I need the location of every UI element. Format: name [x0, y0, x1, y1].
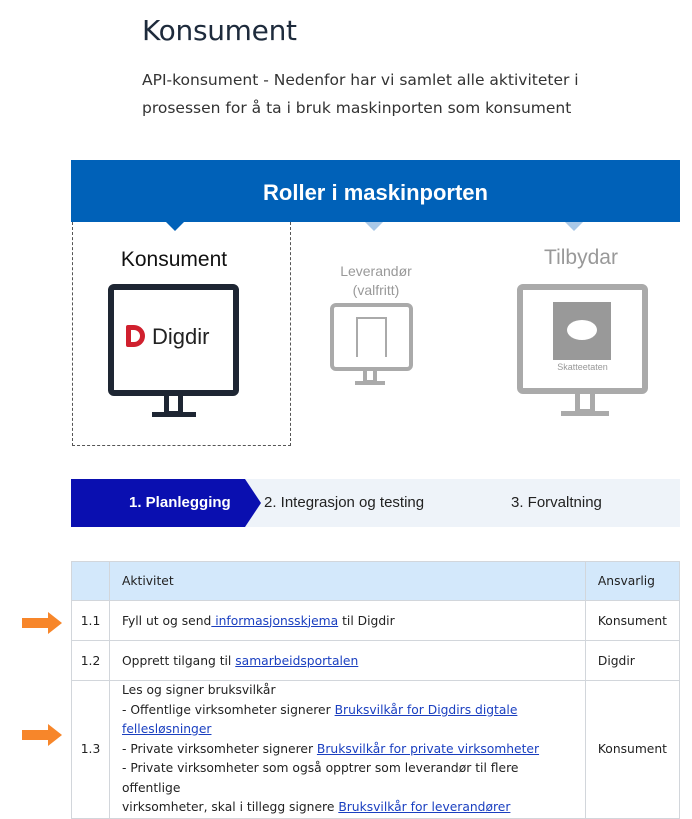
activity-text: Opprett tilgang til [122, 653, 236, 668]
activities-table: Aktivitet Ansvarlig 1.1 Fyll ut og send … [71, 561, 681, 819]
notch-leverandor [365, 222, 383, 231]
skatteetaten-monitor-icon: Skatteetaten [517, 284, 648, 394]
row-number: 1.2 [71, 640, 110, 681]
row-activity: Opprett tilgang til samarbeidsportalen [109, 640, 586, 681]
activity-text: Fyll ut og send [122, 613, 212, 628]
activity-line: - Private virksomheter signerer Bruksvil… [122, 740, 573, 760]
header-aktivitet: Aktivitet [109, 561, 586, 601]
monitor-base [561, 411, 609, 416]
activity-line: - Offentlige virksomheter signerer Bruks… [122, 701, 573, 740]
digdir-monitor-icon: Digdir [108, 284, 239, 396]
header-ansvarlig: Ansvarlig [584, 561, 681, 601]
row-responsible: Konsument [584, 600, 681, 641]
header-num [71, 561, 110, 601]
highlight-arrow-icon [22, 612, 62, 634]
activity-text: til Digdir [338, 613, 395, 628]
step-integrasjon[interactable]: 2. Integrasjon og testing [264, 494, 425, 511]
table-row: 1.3 Les og signer bruksvilkår - Offentli… [71, 680, 681, 819]
figure-banner: Roller i maskinporten [71, 160, 680, 222]
roles-figure: Roller i maskinporten Konsument Digdir L… [71, 160, 680, 528]
activity-line: virksomheter, skal i tillegg signere Bru… [122, 798, 573, 818]
notch-konsument [166, 222, 184, 231]
notch-tilbydar [565, 222, 583, 231]
activity-text: virksomheter, skal i tillegg signere [122, 800, 339, 814]
samarbeidsportalen-link[interactable]: samarbeidsportalen [235, 653, 359, 668]
building-monitor-icon [330, 303, 413, 371]
process-steps: 1. Planlegging 2. Integrasjon og testing… [71, 479, 680, 527]
table-row: 1.1 Fyll ut og send informasjonsskjema t… [71, 600, 681, 641]
activity-line: - Private virksomheter som også opptrer … [122, 761, 519, 795]
building-icon [356, 317, 387, 357]
digdir-logo-text: Digdir [152, 324, 210, 349]
konsument-highlight-box [72, 222, 291, 446]
role-leverandor-label: Leverandør [340, 263, 412, 279]
row-number: 1.1 [71, 600, 110, 641]
row-responsible: Digdir [584, 640, 681, 681]
informasjonsskjema-link[interactable]: informasjonsskjema [211, 613, 339, 628]
role-tilbydar: Tilbydar [544, 246, 618, 269]
role-leverandor: Leverandør (valfritt) [311, 262, 441, 300]
row-responsible: Konsument [584, 680, 681, 819]
monitor-base [152, 412, 196, 417]
activity-text: - Offentlige virksomheter signerer [122, 702, 335, 717]
role-leverandor-sublabel: (valfritt) [352, 282, 400, 298]
row-activity: Fyll ut og send informasjonsskjema til D… [109, 600, 586, 641]
bruksvilkar-leverandorer-link[interactable]: Bruksvilkår for leverandører [338, 800, 511, 814]
activity-line: Les og signer bruksvilkår [122, 683, 276, 697]
digdir-logo-icon [126, 325, 145, 347]
role-konsument: Konsument [120, 248, 228, 271]
skatteetaten-logo-text: Skatteetaten [557, 362, 608, 372]
table-header-row: Aktivitet Ansvarlig [71, 561, 681, 601]
activity-text: - Private virksomheter signerer [122, 741, 317, 756]
bruksvilkar-private-link[interactable]: Bruksvilkår for private virksomheter [316, 741, 540, 756]
intro-text: API-konsument - Nedenfor har vi samlet a… [142, 71, 579, 117]
page-title: Konsument [142, 14, 297, 47]
skatteetaten-logo-icon [553, 302, 611, 360]
step-planlegging[interactable]: 1. Planlegging [71, 479, 261, 527]
table-row: 1.2 Opprett tilgang til samarbeidsportal… [71, 640, 681, 681]
step-forvaltning[interactable]: 3. Forvaltning [511, 494, 602, 511]
row-activity: Les og signer bruksvilkår - Offentlige v… [109, 680, 586, 819]
row-number: 1.3 [71, 680, 110, 819]
monitor-base [355, 381, 385, 385]
bruksvilkar-offentlige-link[interactable]: Bruksvilkår for Digdirs digtale felleslø… [122, 702, 518, 737]
highlight-arrow-icon [22, 724, 62, 746]
